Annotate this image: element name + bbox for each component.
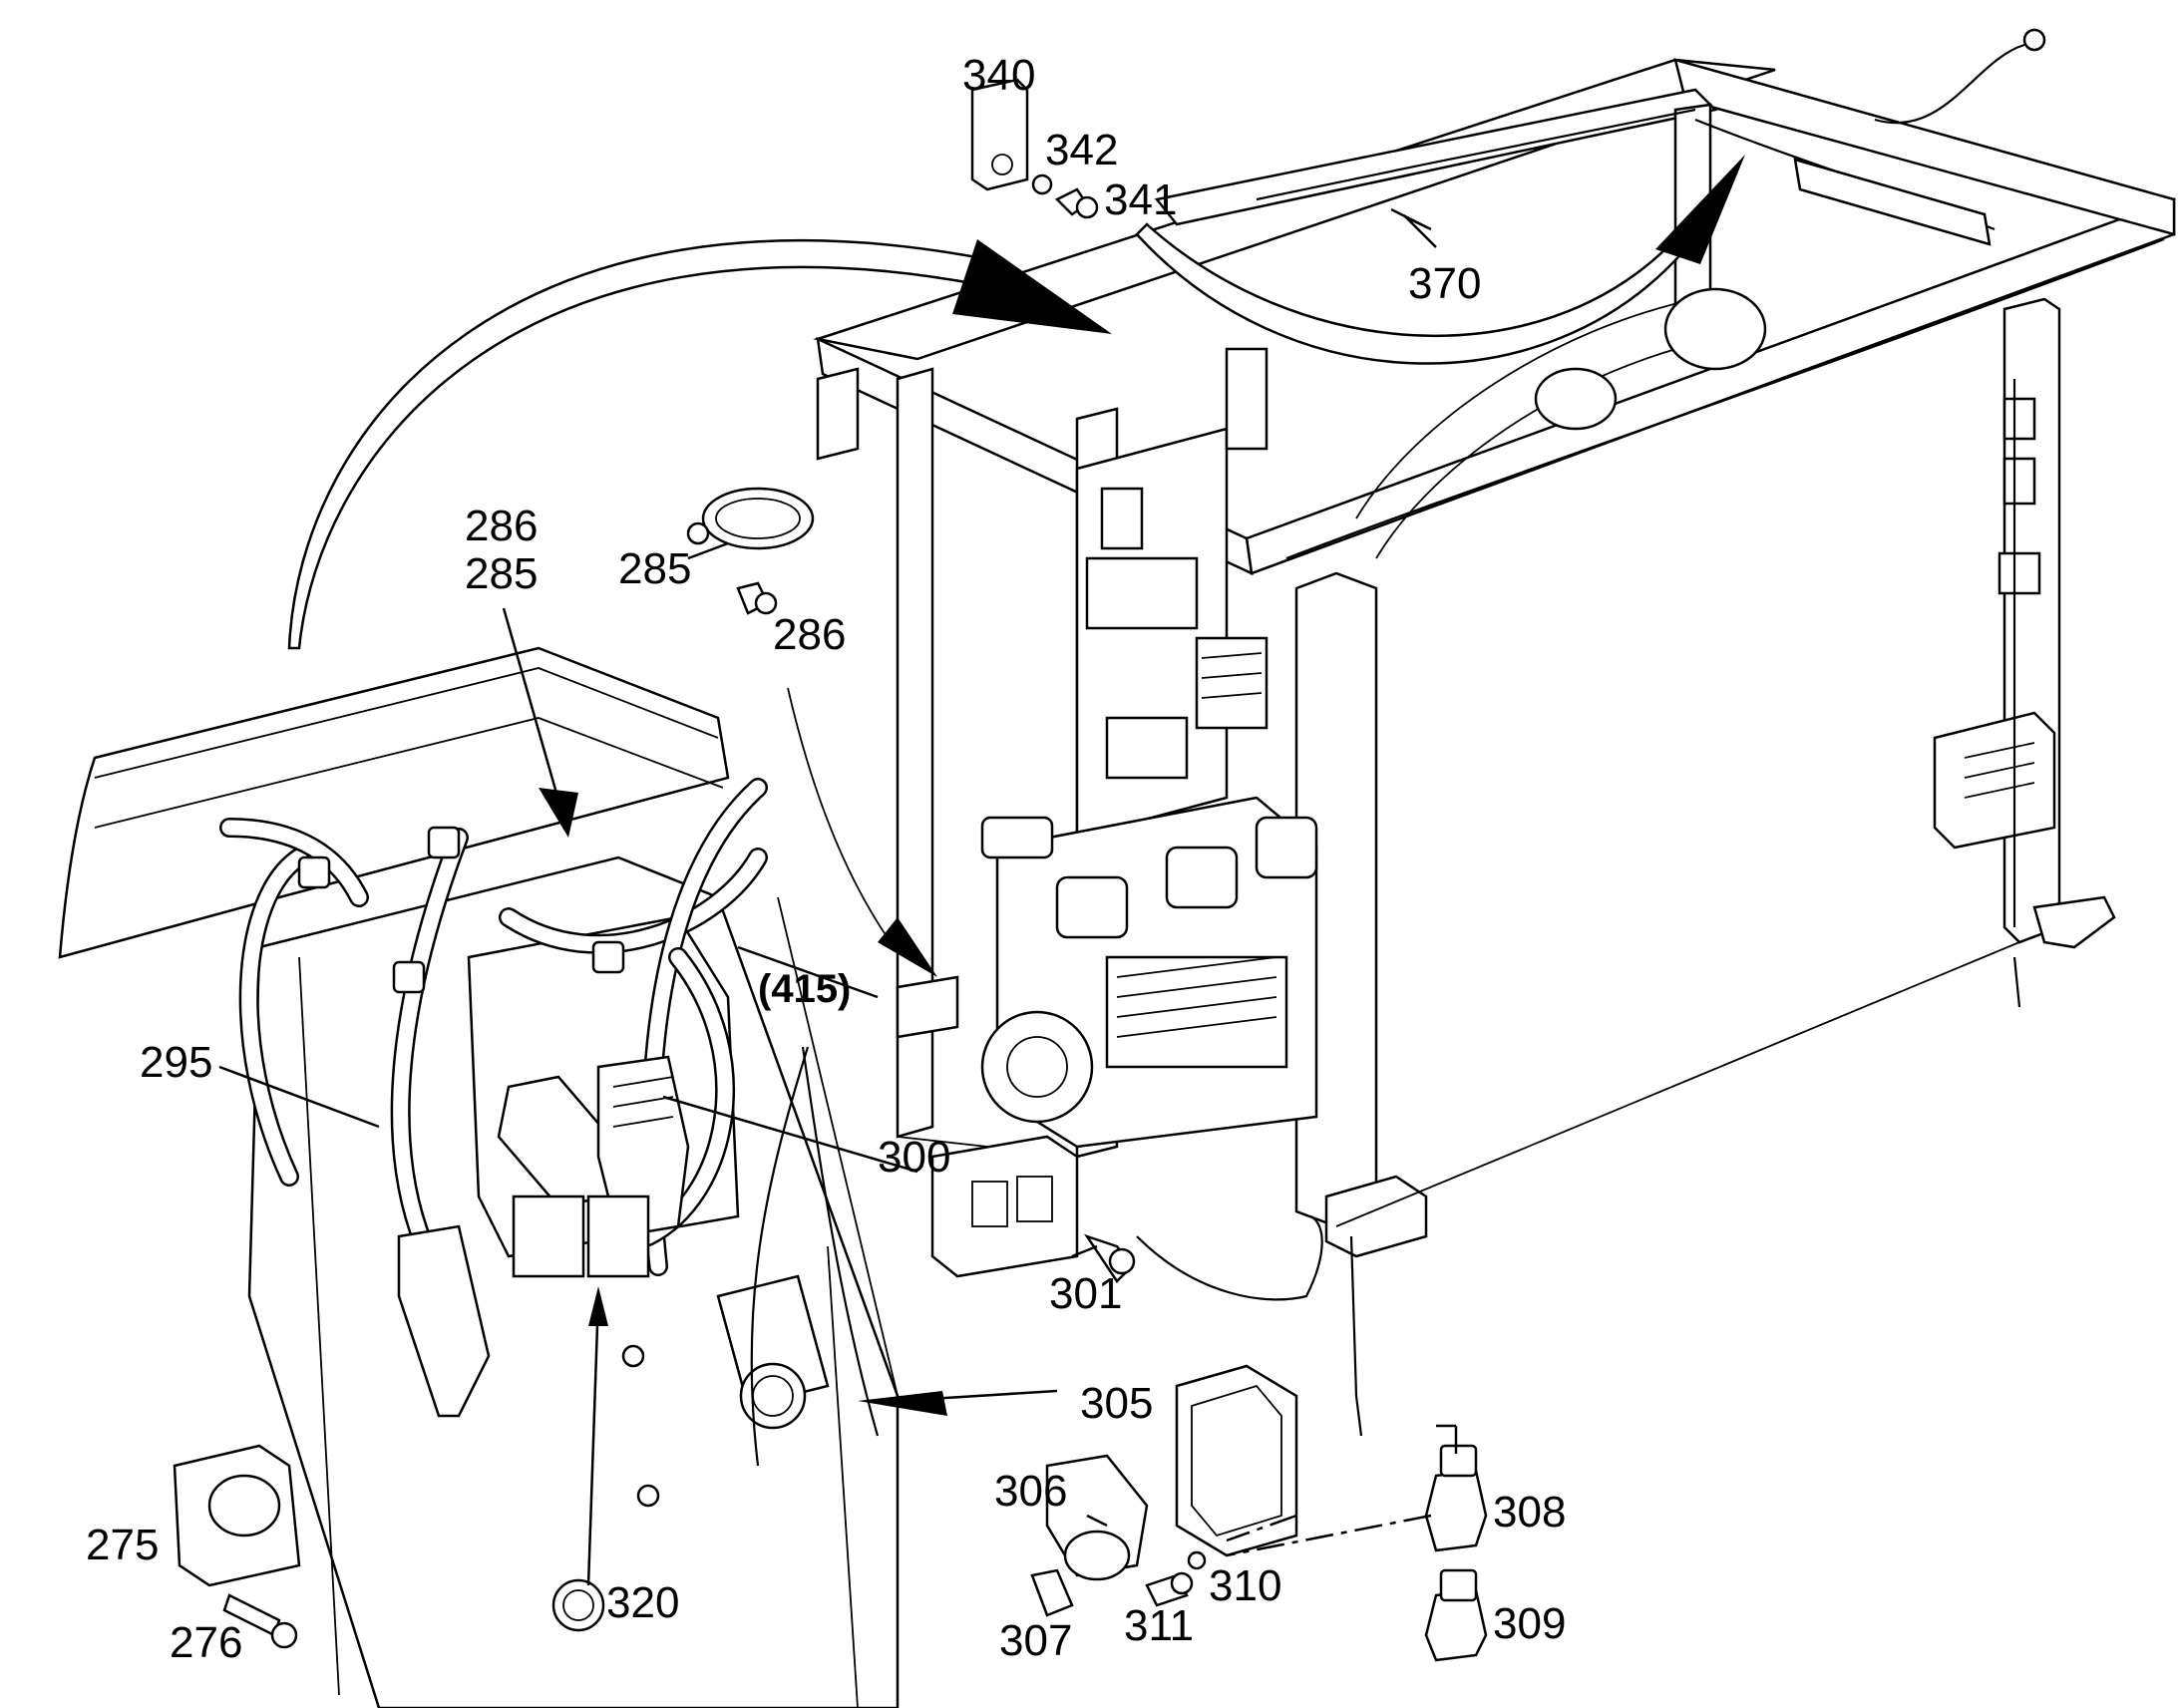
callout-306: 306	[994, 1467, 1067, 1516]
exploded-parts	[173, 78, 1488, 1662]
callout-415: (415)	[758, 967, 851, 1011]
callout-301: 301	[1049, 1269, 1122, 1318]
callout-300: 300	[878, 1133, 950, 1182]
view-arrows	[287, 155, 1745, 1546]
callout-286-screw: 286	[773, 610, 846, 659]
callout-311: 311	[1124, 1601, 1194, 1650]
callout-305: 305	[1080, 1379, 1153, 1428]
callout-310: 310	[1209, 1561, 1281, 1610]
callout-308: 308	[1493, 1488, 1566, 1537]
leader-lines	[218, 207, 1437, 1586]
callout-295: 295	[140, 1038, 212, 1087]
callout-labels: 340 342 341 370 286 285 285 286 295 (415…	[86, 51, 1566, 1667]
callout-275: 275	[86, 1521, 159, 1569]
callout-307: 307	[999, 1616, 1072, 1665]
assembly-lines	[1226, 1424, 1458, 1557]
callout-286-top: 286	[465, 502, 538, 550]
callout-285-top: 285	[465, 549, 538, 598]
detail-view	[58, 646, 900, 1708]
callout-285-clamp: 285	[618, 544, 691, 593]
callout-309: 309	[1493, 1599, 1566, 1648]
callout-342: 342	[1045, 126, 1118, 174]
callout-340: 340	[962, 51, 1035, 100]
callout-341: 341	[1104, 175, 1177, 224]
callout-320: 320	[606, 1578, 679, 1627]
callout-276: 276	[170, 1618, 242, 1667]
callout-370: 370	[1408, 259, 1481, 308]
